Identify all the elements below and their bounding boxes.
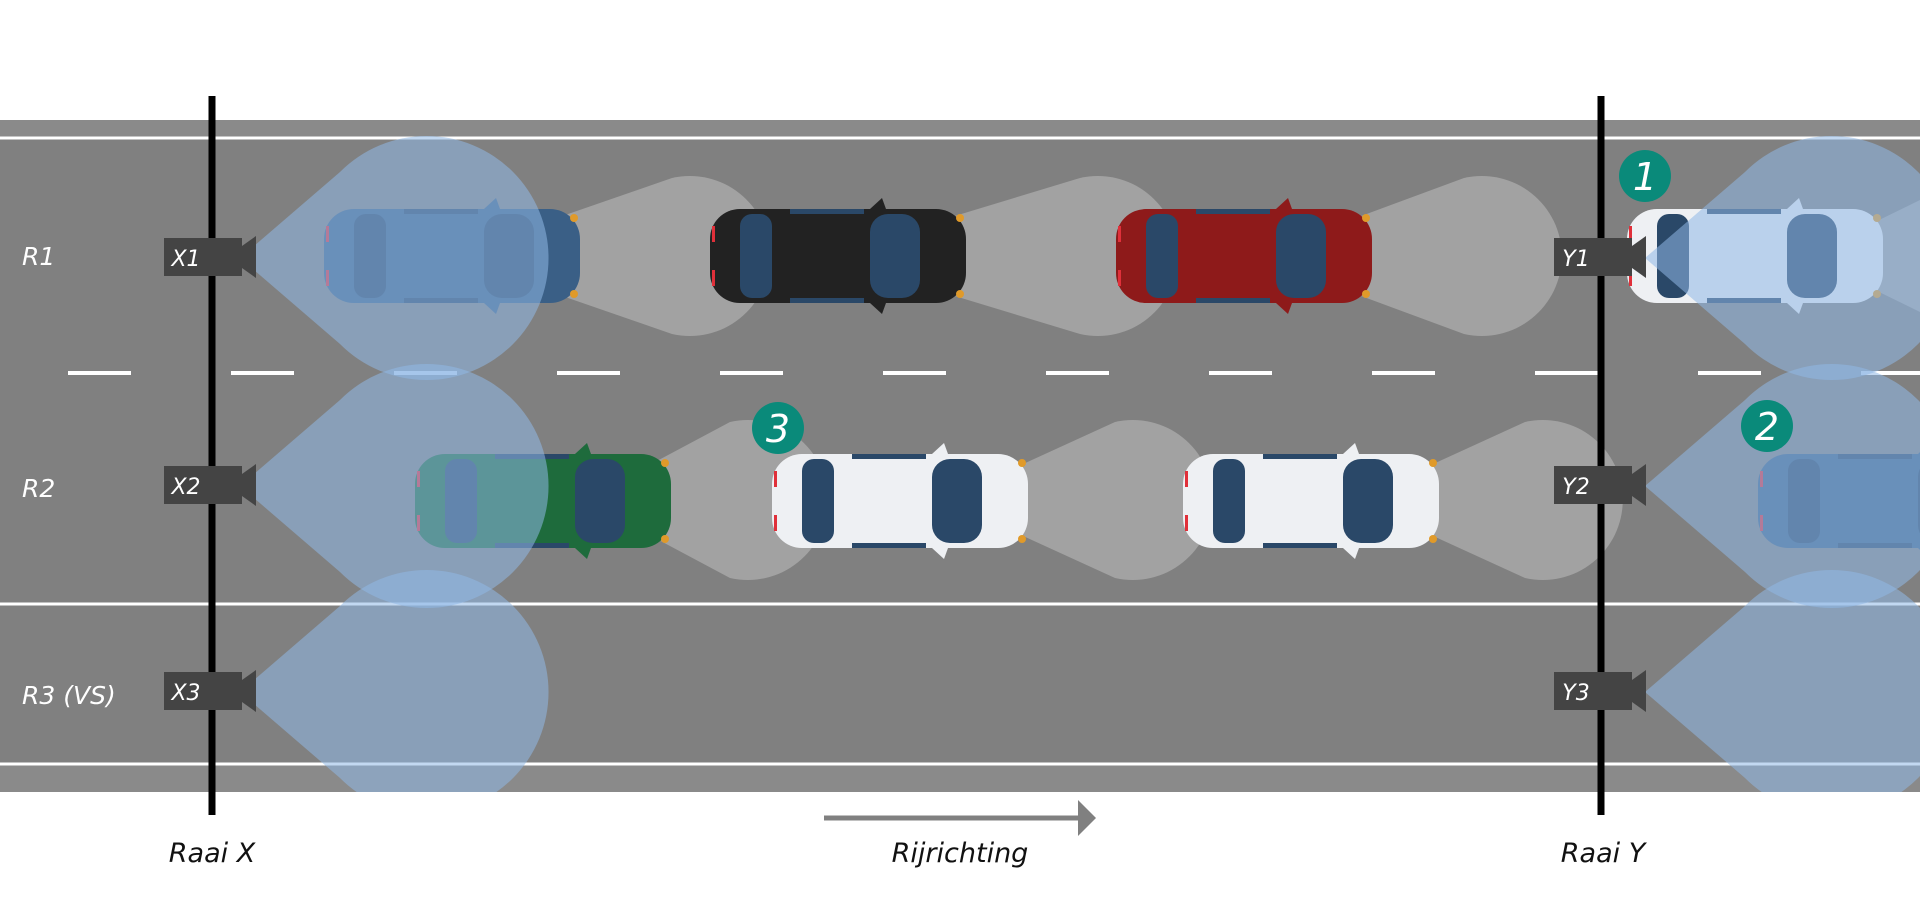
road-shoulder-bottom	[0, 764, 1920, 792]
camera-x2[interactable]: X2	[164, 464, 256, 506]
car-r2-white2	[1183, 443, 1439, 559]
marker-1[interactable]: 1	[1619, 150, 1671, 202]
car-r2-white1	[772, 443, 1028, 559]
marker-2[interactable]: 2	[1741, 400, 1793, 452]
marker-1-label: 1	[1633, 155, 1657, 199]
camera-y2[interactable]: Y2	[1554, 464, 1646, 506]
car-r1-black	[710, 198, 966, 314]
road-shoulder-top	[0, 120, 1920, 138]
camera-y3-label: Y3	[1562, 681, 1589, 706]
camera-x2-label: X2	[170, 475, 200, 500]
camera-y1[interactable]: Y1	[1554, 236, 1646, 278]
lane-label-r2: R2	[22, 474, 55, 503]
camera-x1[interactable]: X1	[164, 236, 256, 278]
camera-y2-label: Y2	[1562, 475, 1589, 500]
direction-label: Rijrichting	[892, 838, 1029, 869]
camera-x1-label: X1	[170, 247, 200, 272]
gate-x-label: Raai X	[169, 838, 256, 869]
car-r1-red	[1116, 198, 1372, 314]
direction-arrow	[824, 800, 1096, 836]
detection-zones	[240, 136, 1920, 792]
marker-3-label: 3	[766, 407, 790, 451]
camera-x3-label: X3	[170, 681, 200, 706]
camera-y3[interactable]: Y3	[1554, 670, 1646, 712]
camera-x3[interactable]: X3	[164, 670, 256, 712]
lane-label-r3: R3 (VS)	[22, 681, 116, 710]
marker-3[interactable]: 3	[752, 402, 804, 454]
marker-2-label: 2	[1755, 405, 1779, 449]
lane-label-r1: R1	[22, 242, 55, 271]
camera-y1-label: Y1	[1562, 247, 1589, 272]
gate-y-label: Raai Y	[1561, 838, 1648, 869]
